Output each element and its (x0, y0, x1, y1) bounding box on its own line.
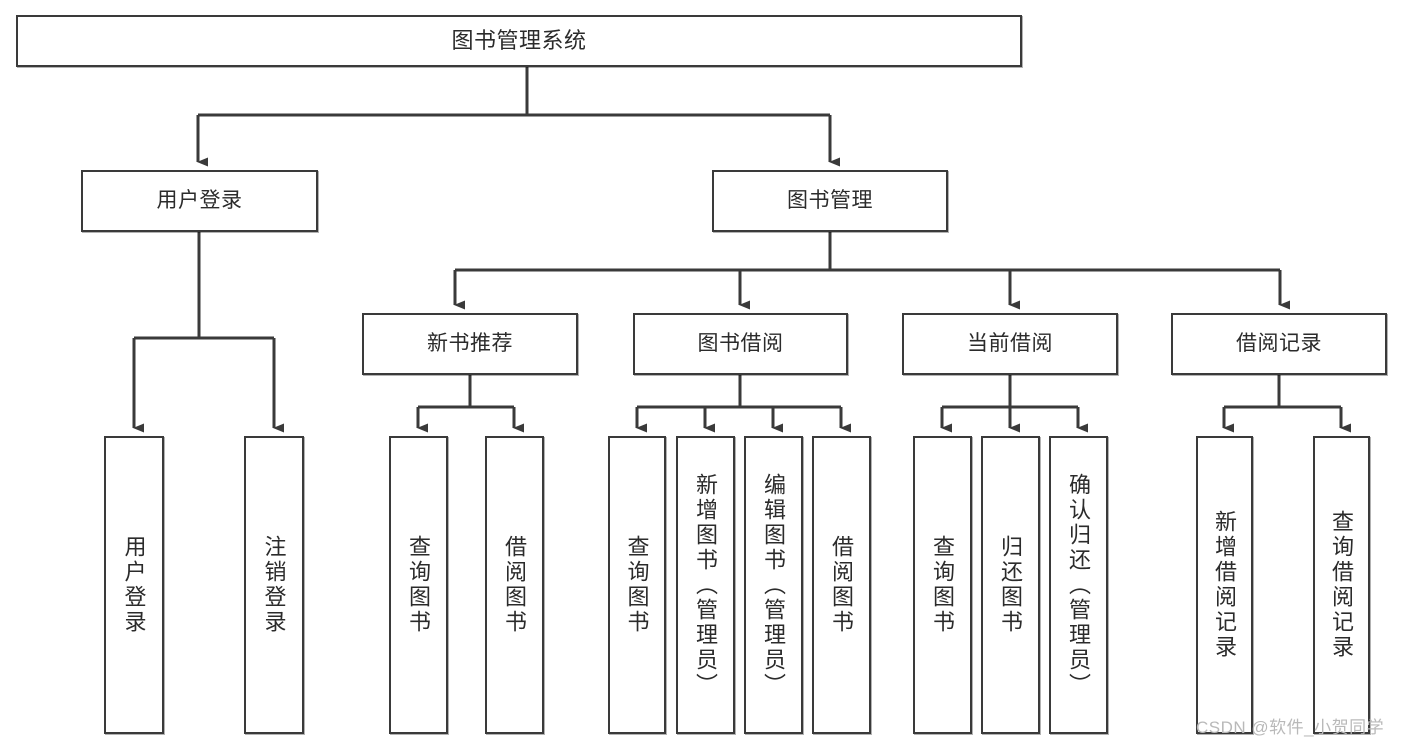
node-leaf-3[interactable]: 借阅图书 (485, 436, 544, 734)
node-label: 编辑图书（管理员） (761, 472, 787, 698)
node-label: 用户登录 (121, 535, 147, 635)
node-leaf-2[interactable]: 查询图书 (389, 436, 448, 734)
node-label: 图书借阅 (697, 331, 784, 355)
node-label: 查询图书 (624, 535, 650, 635)
connector-lines (132, 67, 1351, 433)
node-level1-1[interactable]: 图书管理 (712, 170, 948, 232)
node-label: 注销登录 (261, 535, 287, 635)
node-label: 用户登录 (156, 188, 243, 212)
node-leaf-11[interactable]: 新增借阅记录 (1196, 436, 1253, 734)
node-label: 图书管理系统 (451, 28, 587, 54)
node-leaf-5[interactable]: 新增图书（管理员） (676, 436, 735, 734)
node-leaf-12[interactable]: 查询借阅记录 (1313, 436, 1370, 734)
node-label: 查询图书 (930, 535, 956, 635)
node-leaf-6[interactable]: 编辑图书（管理员） (744, 436, 803, 734)
node-label: 查询图书 (406, 535, 432, 635)
node-leaf-8[interactable]: 查询图书 (913, 436, 972, 734)
node-level2-3[interactable]: 借阅记录 (1171, 313, 1387, 375)
node-root-system[interactable]: 图书管理系统 (16, 15, 1022, 67)
node-label: 新书推荐 (427, 331, 513, 355)
node-level2-2[interactable]: 当前借阅 (902, 313, 1118, 375)
node-leaf-4[interactable]: 查询图书 (608, 436, 666, 734)
node-leaf-10[interactable]: 确认归还（管理员） (1049, 436, 1108, 734)
node-label: 确认归还（管理员） (1066, 472, 1092, 698)
node-label: 借阅图书 (502, 535, 528, 635)
node-label: 借阅图书 (829, 535, 855, 635)
node-level1-0[interactable]: 用户登录 (81, 170, 318, 232)
node-label: 查询借阅记录 (1329, 510, 1355, 660)
node-level2-1[interactable]: 图书借阅 (633, 313, 848, 375)
node-label: 归还图书 (998, 535, 1024, 635)
node-label: 新增借阅记录 (1212, 510, 1238, 660)
node-leaf-1[interactable]: 注销登录 (244, 436, 304, 734)
node-label: 借阅记录 (1236, 331, 1322, 355)
node-label: 当前借阅 (967, 331, 1053, 355)
node-leaf-7[interactable]: 借阅图书 (812, 436, 871, 734)
node-leaf-0[interactable]: 用户登录 (104, 436, 164, 734)
node-leaf-9[interactable]: 归还图书 (981, 436, 1040, 734)
node-label: 图书管理 (787, 188, 873, 212)
node-label: 新增图书（管理员） (693, 472, 719, 698)
node-level2-0[interactable]: 新书推荐 (362, 313, 578, 375)
